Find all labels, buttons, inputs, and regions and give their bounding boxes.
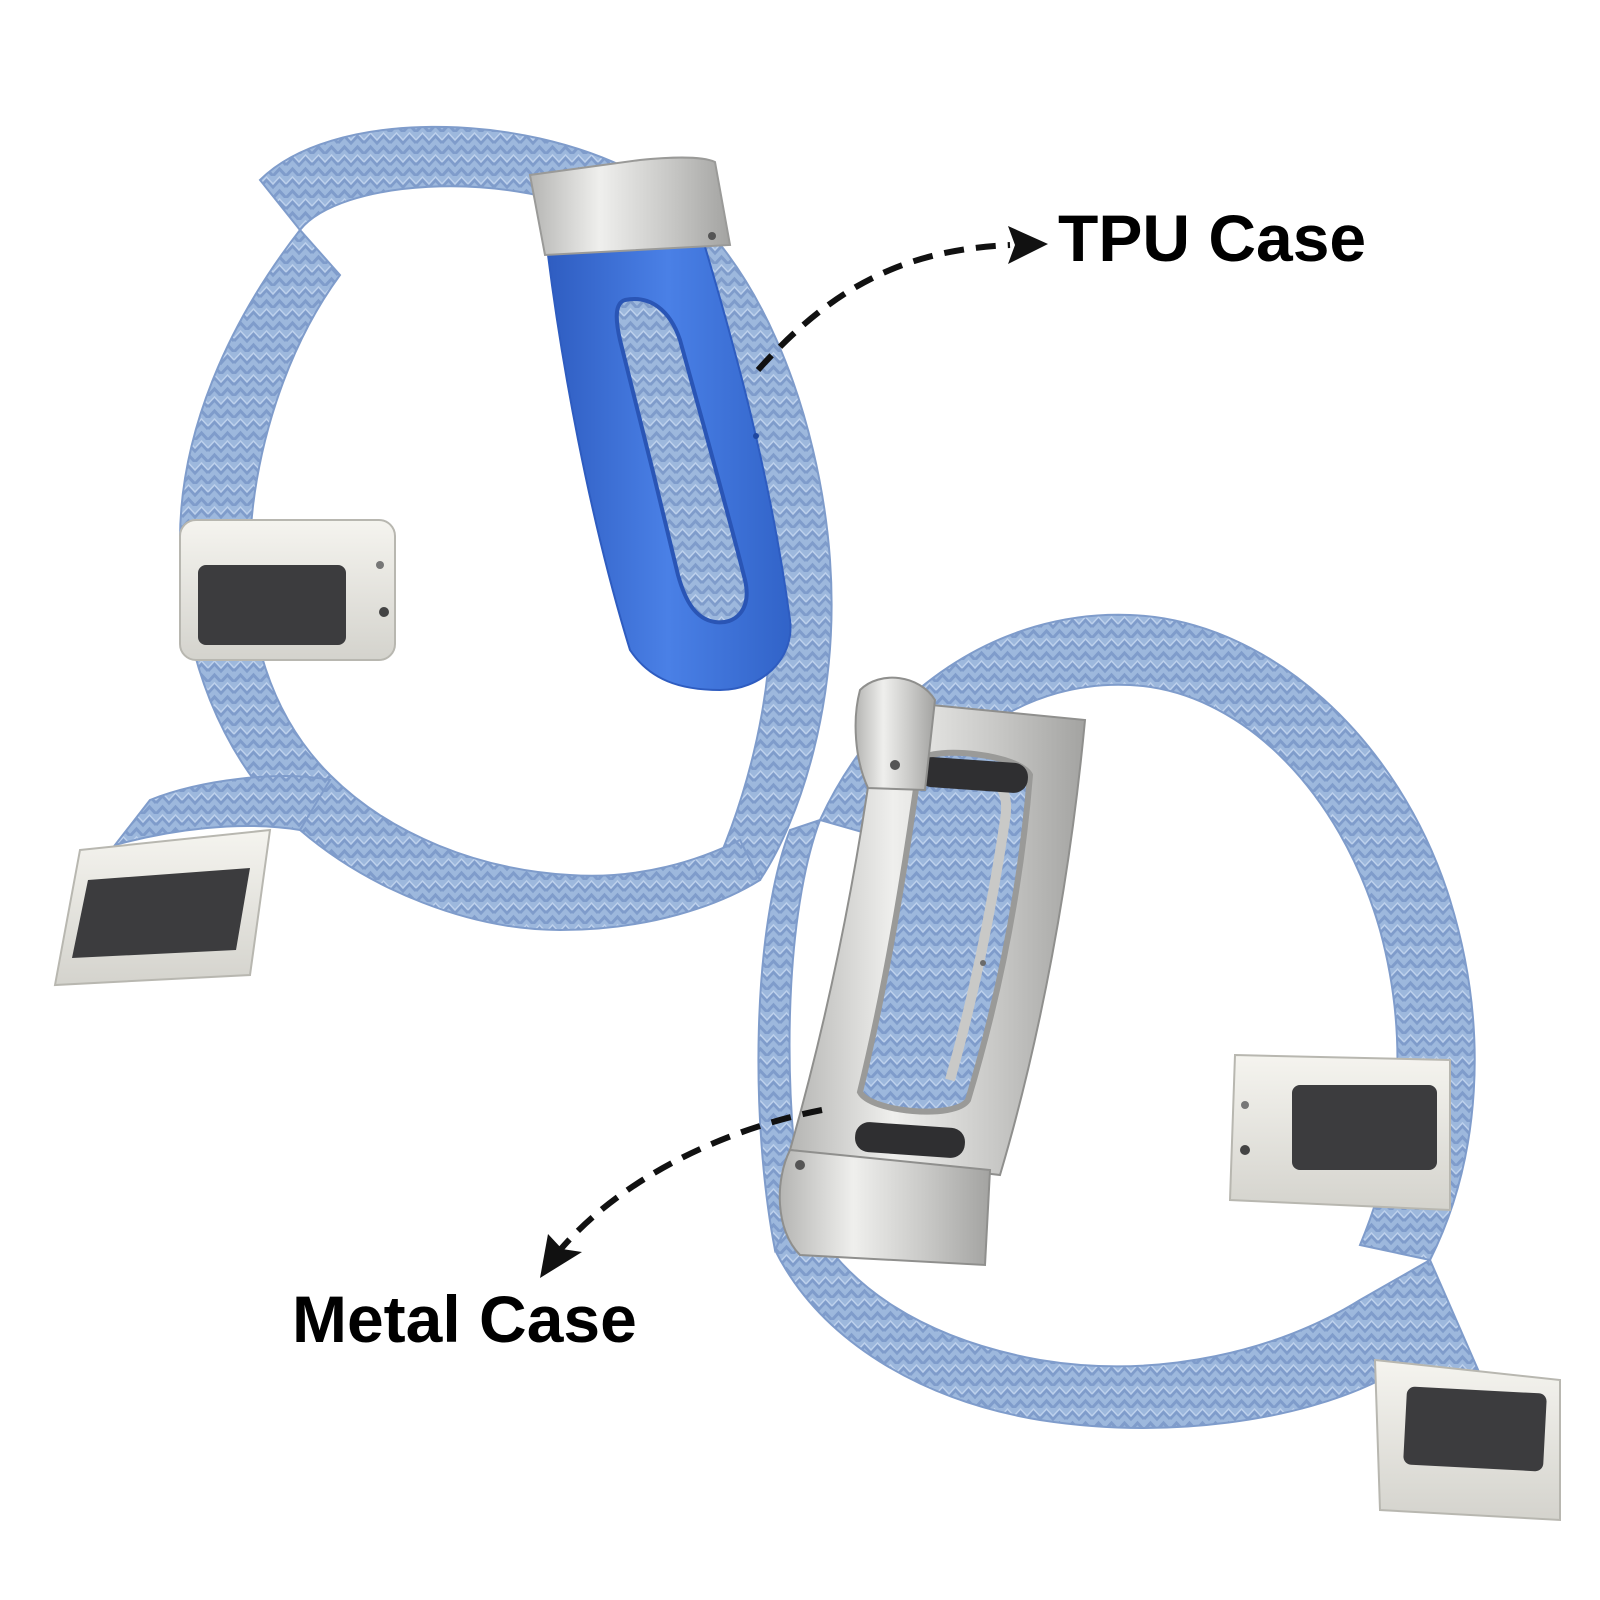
- metal-band-product: [757, 613, 1561, 1522]
- tpu-case-sensor-dot: [753, 433, 759, 439]
- metal-band-left: [757, 818, 822, 1254]
- tpu-band-product: [53, 125, 833, 987]
- magnet-pad-tail2: [1403, 1386, 1547, 1472]
- metal-roller-top: [918, 757, 1028, 793]
- magnet-pad-tail: [72, 868, 250, 958]
- metal-band-loop: [818, 613, 1476, 1262]
- tpu-case-opening: [614, 297, 749, 625]
- metal-roller-bottom: [855, 1122, 965, 1158]
- metal-case-sensor-dot: [980, 960, 986, 966]
- lug-pin: [708, 232, 716, 240]
- tpu-tail-buckle: [53, 828, 272, 987]
- dashed-arrow-down-left-icon: [540, 1107, 823, 1278]
- metal-case-label: Metal Case: [292, 1282, 637, 1356]
- metal-lug-bottom: [778, 1148, 992, 1267]
- metal-side-buckle: [1228, 1053, 1451, 1212]
- band-tail: [112, 775, 332, 847]
- tpu-case-label: TPU Case: [1058, 201, 1367, 275]
- dashed-arrow-right-icon: [755, 226, 1048, 373]
- tpu-lug: [528, 156, 732, 257]
- magnet-pad-side: [1292, 1085, 1437, 1170]
- magnet-pad: [198, 565, 346, 645]
- tpu-side-buckle: [179, 519, 396, 661]
- metal-lug-top: [854, 676, 937, 792]
- metal-tail-buckle: [1373, 1358, 1561, 1522]
